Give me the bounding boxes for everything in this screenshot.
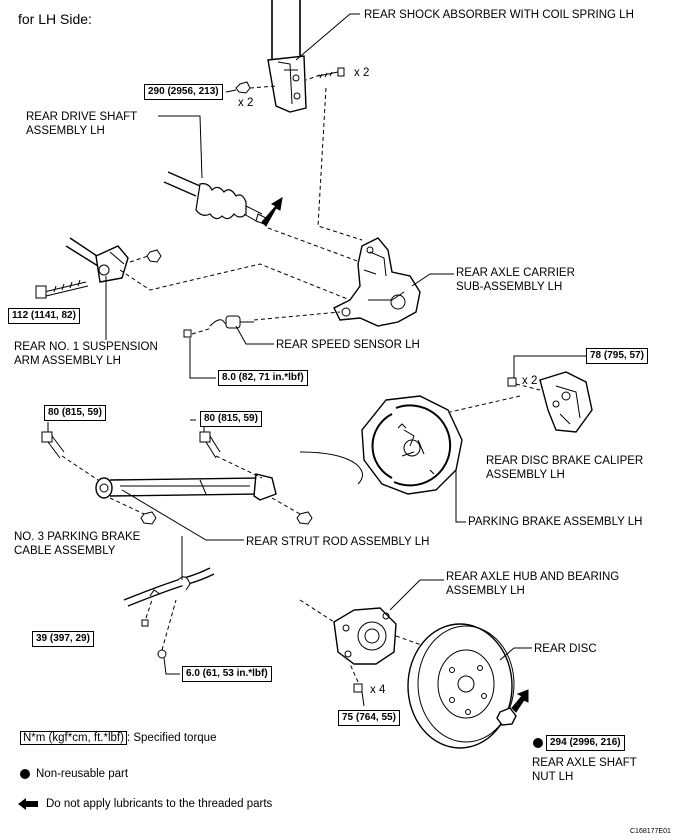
caliper-bolt-drawing	[507, 377, 517, 387]
axle-nut-drawing	[496, 707, 517, 726]
drive-shaft-drawing	[163, 171, 267, 225]
label-axle-carrier: REAR AXLE CARRIER SUB-ASSEMBLY LH	[456, 267, 575, 293]
torque-hub-bolt: 75 (764, 55)	[338, 710, 400, 726]
torque-cable-bolt: 39 (397, 29)	[32, 631, 94, 647]
no-lube-arrow	[261, 197, 283, 227]
caliper-drawing	[539, 371, 593, 433]
axle-hub-drawing	[333, 607, 397, 665]
legend-no-lubricant: Do not apply lubricants to the threaded …	[46, 798, 273, 810]
cable-clamp-drawing	[157, 649, 167, 659]
torque-arm-bolt: 112 (1141, 82)	[8, 308, 80, 324]
qty-caliper: x 2	[522, 375, 538, 387]
page-title: for LH Side:	[18, 11, 92, 27]
strut-rod-drawing	[95, 473, 277, 501]
arm-nut-drawing	[146, 249, 162, 263]
label-shock-absorber: REAR SHOCK ABSORBER WITH COIL SPRING LH	[364, 9, 634, 21]
qty-shock-bolt: x 2	[354, 67, 370, 79]
rear-disc-drawing	[407, 623, 515, 749]
legend-non-reusable: Non-reusable part	[36, 768, 129, 780]
legend-non-reusable-marker	[20, 769, 30, 779]
suspension-arm-drawing	[65, 237, 129, 283]
label-suspension-arm: REAR NO. 1 SUSPENSION ARM ASSEMBLY LH	[14, 341, 158, 367]
torque-caliper-bolt: 78 (795, 57)	[586, 348, 648, 364]
strut-left-nut-drawing	[140, 511, 157, 525]
torque-strut-right: 80 (815, 59)	[200, 411, 262, 427]
arm-bolt-drawing	[35, 279, 89, 299]
parking-brake-drawing	[361, 395, 463, 495]
parking-cable-drawing	[123, 567, 215, 607]
non-reusable-marker	[533, 738, 543, 748]
legend-arrow-icon	[18, 798, 38, 810]
label-parking-brake: PARKING BRAKE ASSEMBLY LH	[468, 516, 643, 528]
label-rear-disc: REAR DISC	[534, 643, 597, 655]
label-disc-brake-caliper: REAR DISC BRAKE CALIPER ASSEMBLY LH	[486, 455, 644, 481]
sensor-bolt-drawing	[183, 329, 192, 338]
strut-left-bolt-drawing	[41, 431, 65, 459]
torque-sensor-bolt: 8.0 (82, 71 in.*lbf)	[218, 370, 308, 386]
label-axle-hub: REAR AXLE HUB AND BEARING ASSEMBLY LH	[446, 571, 620, 597]
legend-torque-unit: N*m (kgf*cm, ft.*lbf): Specified torque	[20, 731, 216, 745]
leader-lines	[47, 13, 626, 707]
torque-shock-bolt: 290 (2956, 213)	[144, 84, 223, 100]
label-drive-shaft: REAR DRIVE SHAFT ASSEMBLY LH	[26, 111, 138, 137]
hub-bolt-drawing	[353, 683, 363, 693]
axle-carrier-drawing	[333, 237, 421, 327]
cable-bolt-drawing	[141, 619, 149, 627]
legend-unit-box: N*m (kgf*cm, ft.*lbf)	[20, 731, 127, 745]
label-parking-brake-cable: NO. 3 PARKING BRAKE CABLE ASSEMBLY	[14, 531, 141, 557]
no-lube-arrow-2	[511, 689, 529, 713]
figure-code: C168177E01	[630, 828, 671, 835]
label-speed-sensor: REAR SPEED SENSOR LH	[276, 339, 420, 351]
torque-cable-clamp: 6.0 (61, 53 in.*lbf)	[182, 666, 272, 682]
strut-right-nut-drawing	[296, 511, 313, 525]
torque-shaft-nut: 294 (2996, 216)	[546, 735, 625, 751]
torque-strut-left: 80 (815, 59)	[44, 405, 106, 421]
strut-right-bolt-drawing	[199, 431, 221, 459]
qty-shock-nut: x 2	[238, 97, 254, 109]
shock-bolt-drawing	[317, 67, 345, 79]
qty-hub-bolt: x 4	[370, 684, 386, 696]
speed-sensor-drawing	[209, 315, 254, 329]
label-axle-shaft-nut: REAR AXLE SHAFT NUT LH	[532, 757, 637, 783]
shock-absorber-drawing	[267, 0, 307, 113]
shock-nut-drawing	[235, 81, 251, 94]
legend-unit-text: : Specified torque	[126, 732, 217, 744]
label-strut-rod: REAR STRUT ROD ASSEMBLY LH	[246, 536, 430, 548]
